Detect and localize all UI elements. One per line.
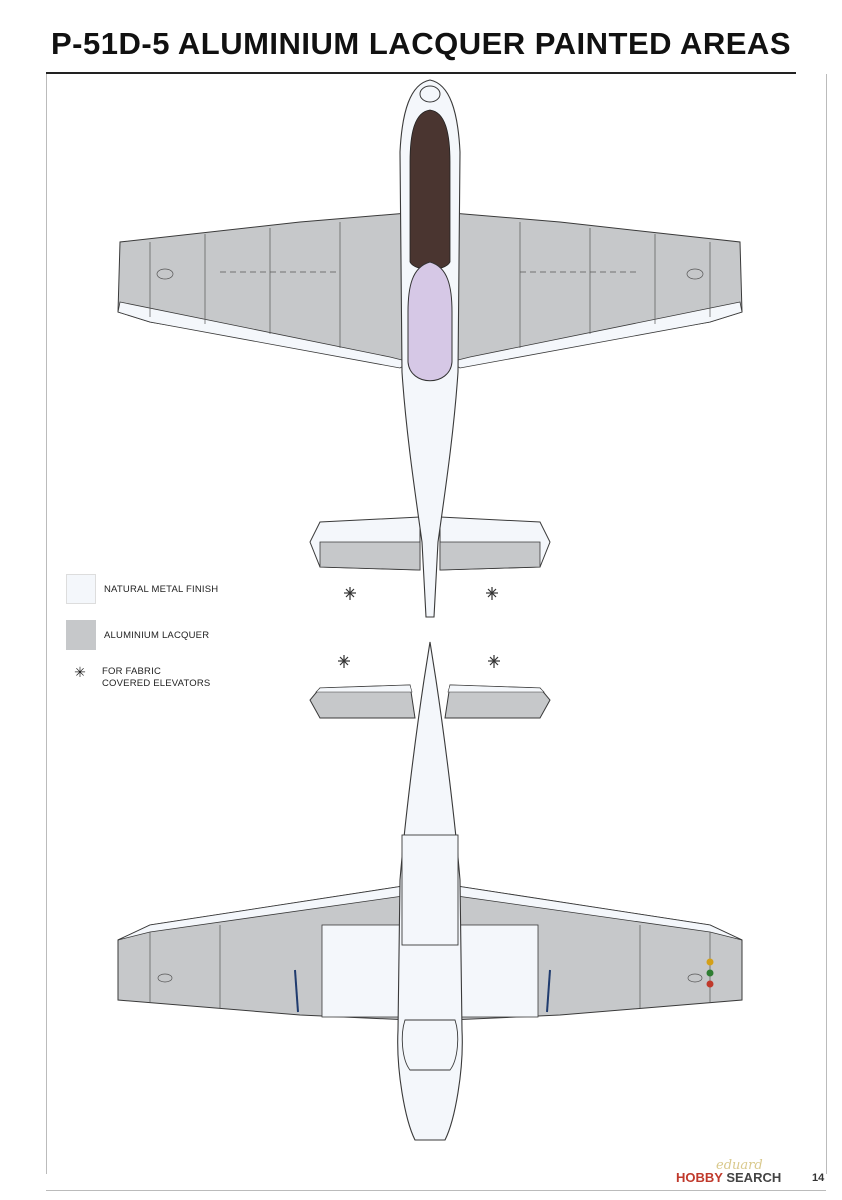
legend-natural-metal: NATURAL METAL FINISH	[66, 574, 286, 604]
natural-metal-label: NATURAL METAL FINISH	[104, 583, 219, 595]
page-title: P-51D-5 ALUMINIUM LACQUER PAINTED AREAS	[51, 26, 791, 61]
top-right-wing-trailing-strip	[448, 301, 743, 369]
title-rule	[46, 72, 796, 74]
asterisk-icon: ✳	[74, 664, 86, 680]
frame-bottom	[46, 1190, 826, 1191]
natural-metal-swatch	[66, 574, 96, 604]
top-fabric-markers	[344, 587, 498, 600]
aluminium-lacquer-swatch	[66, 620, 96, 650]
hobby-search-logo: HOBBY SEARCH	[676, 1170, 781, 1185]
logo-part2: SEARCH	[726, 1170, 782, 1185]
bottom-view-drawing	[117, 641, 743, 1141]
nav-light-red	[706, 980, 714, 988]
logo-part1: HOBBY	[676, 1170, 723, 1185]
legend-aluminium-lacquer: ALUMINIUM LACQUER	[66, 620, 286, 650]
frame-right	[826, 74, 827, 1174]
top-view-drawing	[117, 79, 743, 618]
bomb-pylons	[294, 969, 551, 1013]
page-number: 14	[812, 1172, 825, 1184]
spinner	[419, 85, 441, 103]
fabric-note-line1: FOR FABRIC	[102, 666, 162, 677]
legend-fabric-note: ✳ FOR FABRIC COVERED ELEVATORS	[66, 664, 286, 690]
bottom-left-stabilizer-front	[315, 684, 413, 693]
bottom-fabric-markers	[338, 655, 500, 668]
frame-left	[46, 74, 47, 1174]
top-right-elevator	[439, 541, 541, 571]
legend: NATURAL METAL FINISH ALUMINIUM LACQUER ✳…	[66, 574, 286, 690]
nav-light-amber	[706, 958, 714, 966]
aluminium-lacquer-label: ALUMINIUM LACQUER	[104, 629, 210, 641]
top-left-wing-trailing-strip	[117, 301, 412, 369]
radiator-scoop	[401, 834, 459, 946]
bottom-right-stabilizer-front	[447, 684, 545, 693]
top-left-elevator	[319, 541, 421, 571]
anti-glare-panel	[409, 109, 451, 270]
belly-intake	[401, 1019, 459, 1071]
top-canopy	[407, 261, 453, 382]
fabric-note-text: FOR FABRIC COVERED ELEVATORS	[102, 666, 210, 690]
fabric-note-line2: COVERED ELEVATORS	[102, 678, 211, 689]
eduard-watermark: eduard	[716, 1158, 763, 1173]
nav-light-green	[706, 969, 714, 977]
